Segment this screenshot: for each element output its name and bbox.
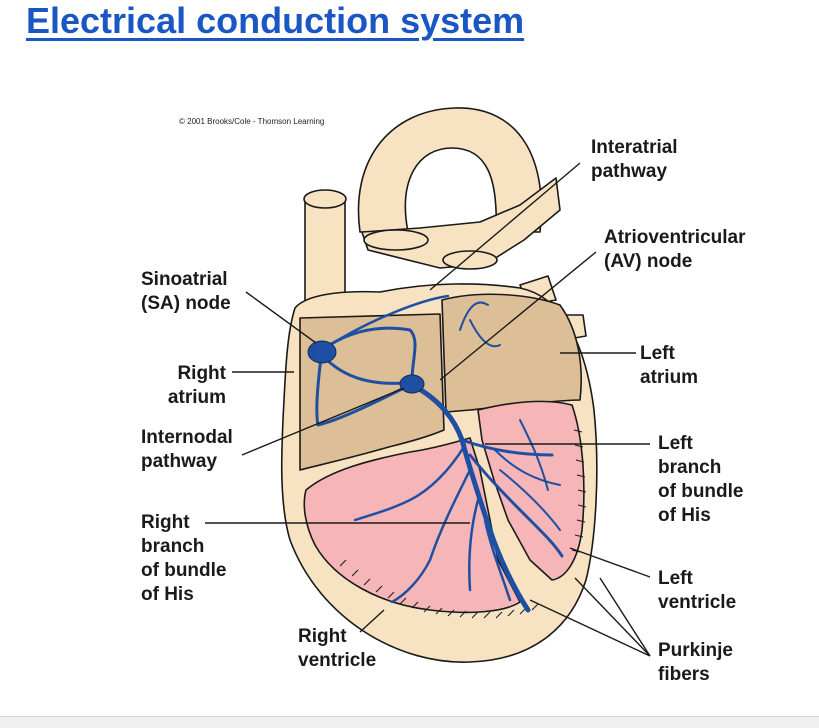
bottom-scrollbar-track[interactable] [0, 716, 819, 728]
conduction-pathways [315, 294, 564, 613]
pulmonary-opening-2 [442, 250, 498, 270]
sa-node [307, 340, 337, 364]
copyright-text: © 2001 Brooks/Cole - Thomson Learning [179, 117, 325, 126]
vena-cava-opening [303, 189, 347, 209]
purkinje-hatching [339, 429, 587, 619]
label-sa-node: Sinoatrial(SA) node [141, 269, 231, 314]
page-title: Electrical conduction system [26, 0, 525, 41]
label-av-node: Atrioventricular(AV) node [604, 227, 746, 272]
av-node [399, 374, 425, 394]
leader-lines [205, 162, 651, 657]
right-ventricle-chamber [303, 437, 521, 614]
pulmonary-opening-1 [363, 229, 429, 251]
left-ventricle-chamber [477, 400, 585, 581]
